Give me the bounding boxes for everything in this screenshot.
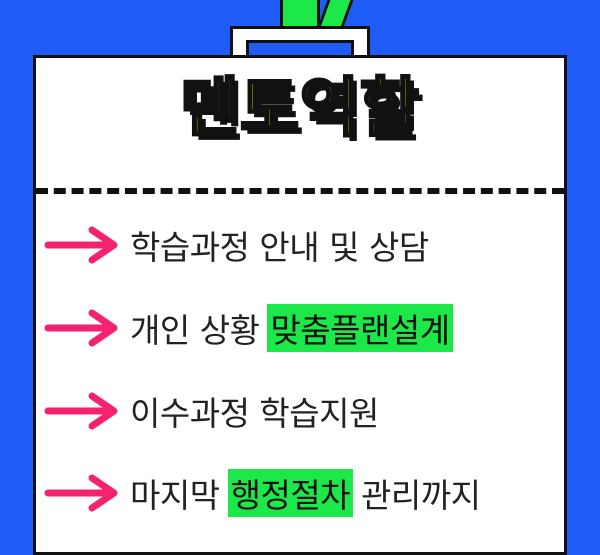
badge-title: 멘토역할 <box>179 72 421 146</box>
arrow-right-icon <box>44 474 118 512</box>
list-item: 이수과정 학습지원 <box>44 386 379 436</box>
list-item-highlight: 맞춤플랜설계 <box>267 304 453 352</box>
dashed-divider <box>36 188 564 194</box>
list-item: 개인 상황 맞춤플랜설계 <box>44 303 453 353</box>
list-item-text: 마지막 <box>130 476 220 515</box>
list-item-text: 이수과정 학습지원 <box>130 394 379 433</box>
list-item: 학습과정 안내 및 상담 <box>44 220 429 270</box>
list-item-text: 학습과정 안내 및 상담 <box>130 228 429 267</box>
arrow-right-icon <box>44 392 118 430</box>
badge-card: 멘토역할 학습과정 안내 및 상담 개인 상황 맞춤플랜설계 이수과정 학습지원… <box>33 55 567 555</box>
arrow-right-icon <box>44 226 118 264</box>
list-item-highlight: 행정절차 <box>227 469 354 517</box>
list-item-text: 개인 상황 <box>130 311 260 350</box>
list-item-text-suffix: 관리까지 <box>361 476 481 515</box>
list-item: 마지막 행정절차 관리까지 <box>44 468 481 518</box>
arrow-right-icon <box>44 309 118 347</box>
